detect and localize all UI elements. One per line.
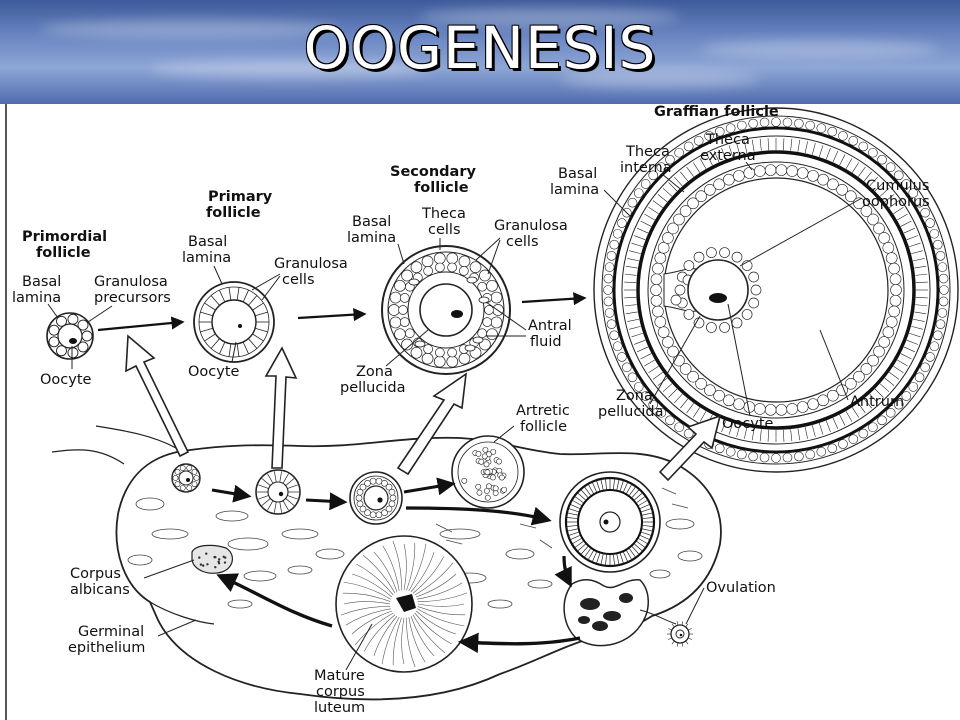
label-basal-lamina-1: Basal — [22, 274, 61, 290]
label-theca-cells: Theca — [421, 206, 466, 222]
label-germinal-epithelium: Germinal — [78, 624, 144, 640]
label-theca-externa: Theca — [705, 132, 750, 148]
slide-title: OOGENESIS — [0, 14, 960, 82]
secondary-title-2: follicle — [414, 180, 469, 196]
label-zona-pellucida-1: Zona — [356, 364, 393, 380]
label-zona-pellucida-2b: pellucida — [598, 404, 663, 420]
label-mature-corpus-luteum: Mature — [314, 668, 365, 684]
label-granulosa-cells-1b: cells — [282, 272, 315, 288]
primordial-title-2: follicle — [36, 245, 91, 261]
label-corpus-albicans-2: albicans — [70, 582, 130, 598]
label-atretic-follicle: Artretic — [516, 403, 570, 419]
label-basal-lamina-4: Basal — [558, 166, 597, 182]
label-corpus-albicans: Corpus — [70, 566, 121, 582]
primary-title: Primary — [208, 189, 273, 205]
label-basal-lamina-2: Basal — [188, 234, 227, 250]
label-atretic-follicle-2: follicle — [520, 419, 567, 435]
label-basal-lamina-1b: lamina — [12, 290, 61, 306]
arrow-primordial-primary — [98, 322, 182, 330]
label-basal-lamina-2b: lamina — [182, 250, 231, 266]
graafian-title: Graffian follicle — [654, 104, 779, 120]
label-cumulus-oophorus: Cumulus — [866, 178, 929, 194]
primordial-title: Primordial — [22, 229, 107, 245]
label-zona-pellucida-1b: pellucida — [340, 380, 405, 396]
arrow-primary-secondary — [298, 314, 364, 318]
label-basal-lamina-3b: lamina — [347, 230, 396, 246]
primary-title-2: follicle — [206, 205, 261, 221]
secondary-title: Secondary — [390, 164, 476, 180]
label-cumulus-oophorus-2: oophorus — [862, 194, 930, 210]
label-mature-corpus-luteum-2: corpus — [316, 684, 365, 700]
label-granulosa-cells-2b: cells — [506, 234, 539, 250]
label-germinal-epithelium-2: epithelium — [68, 640, 145, 656]
primordial-follicle — [47, 313, 93, 359]
label-granulosa-cells-1: Granulosa — [274, 256, 348, 272]
ovary — [52, 426, 721, 699]
label-theca-interna: Theca — [625, 144, 670, 160]
label-oocyte-2: Oocyte — [188, 364, 240, 380]
arrow-secondary-graafian — [522, 298, 584, 302]
label-mature-corpus-luteum-3: luteum — [314, 700, 365, 716]
label-oocyte-3: Oocyte — [722, 416, 774, 432]
label-oocyte-1: Oocyte — [40, 372, 92, 388]
label-theca-interna-2: interna — [620, 160, 672, 176]
label-theca-externa-2: externa — [700, 148, 756, 164]
label-granulosa-precursors: Granulosa — [94, 274, 168, 290]
label-granulosa-precursors-2: precursors — [94, 290, 171, 306]
label-antral-fluid: Antral — [528, 318, 572, 334]
label-granulosa-cells-2: Granulosa — [494, 218, 568, 234]
oogenesis-diagram: Primordial follicle Basal lamina Granulo… — [0, 104, 960, 720]
title-banner: OOGENESIS — [0, 0, 960, 104]
label-ovulation: Ovulation — [706, 580, 776, 596]
label-basal-lamina-3: Basal — [352, 214, 391, 230]
label-theca-cells-2: cells — [428, 222, 461, 238]
label-basal-lamina-4b: lamina — [550, 182, 599, 198]
label-zona-pellucida-2: Zona — [616, 388, 653, 404]
label-antrum: Antrum — [850, 394, 904, 410]
label-antral-fluid-2: fluid — [530, 334, 562, 350]
